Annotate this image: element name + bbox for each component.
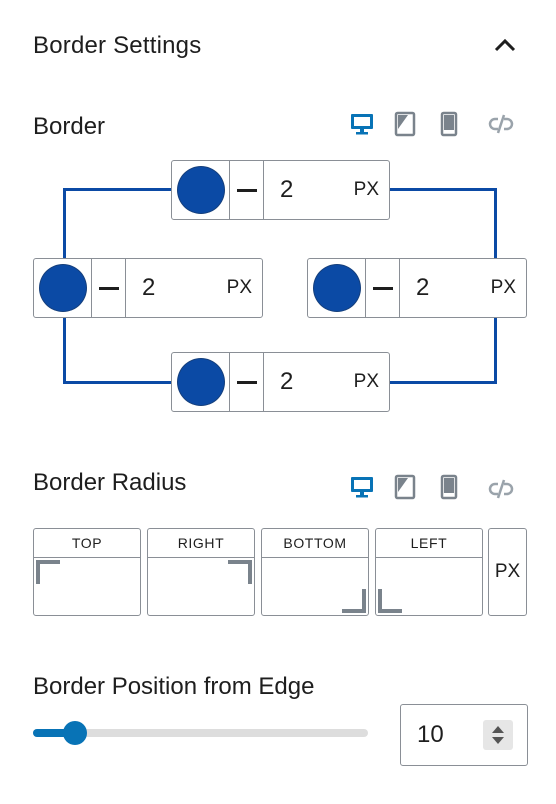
color-swatch [176, 358, 225, 406]
position-number-input[interactable]: 10 [400, 704, 528, 766]
solid-line-icon [98, 286, 119, 290]
border-right-width-input[interactable]: 2 PX [400, 259, 526, 317]
unlink-button[interactable] [486, 109, 516, 139]
radius-unit-button[interactable]: PX [488, 528, 527, 616]
position-slider-fill [33, 729, 75, 737]
radius-desktop-device-button[interactable] [347, 472, 377, 502]
border-right-color-button[interactable] [308, 259, 366, 317]
border-top-style-button[interactable] [230, 161, 264, 219]
border-left-value: 2 [142, 274, 156, 301]
border-bottom-value: 2 [280, 368, 294, 395]
solid-line-icon [236, 380, 257, 384]
solid-line-icon [236, 188, 257, 192]
border-left-width-input[interactable]: 2 PX [126, 259, 262, 317]
border-bottom-control: 2 PX [171, 352, 390, 412]
color-swatch [312, 264, 361, 312]
border-right-unit[interactable]: PX [490, 277, 516, 298]
color-swatch [38, 264, 87, 312]
border-bottom-unit[interactable]: PX [353, 371, 379, 392]
radius-bottom-input[interactable]: BOTTOM [261, 528, 369, 616]
border-left-control: 2 PX [33, 258, 263, 318]
border-radius-label: Border Radius [33, 469, 187, 496]
radius-unlink-button[interactable] [486, 474, 516, 504]
border-top-value: 2 [280, 176, 294, 203]
border-left-unit[interactable]: PX [226, 277, 252, 298]
mobile-icon [440, 474, 458, 500]
tablet-icon [394, 474, 416, 500]
desktop-icon [351, 114, 373, 135]
radius-right-input[interactable]: RIGHT [147, 528, 255, 616]
desktop-icon [351, 477, 373, 498]
border-right-value: 2 [416, 274, 430, 301]
border-top-control: 2 PX [171, 160, 390, 220]
unlink-icon [488, 114, 514, 134]
border-label: Border [33, 113, 106, 140]
collapse-button[interactable] [488, 30, 522, 60]
border-top-unit[interactable]: PX [353, 179, 379, 200]
mobile-device-button[interactable] [434, 109, 464, 139]
radius-top-label: TOP [71, 535, 103, 551]
tablet-device-button[interactable] [390, 109, 420, 139]
position-spinner[interactable] [483, 720, 513, 750]
solid-line-icon [372, 286, 393, 290]
radius-left-label: LEFT [410, 535, 448, 551]
desktop-device-button[interactable] [347, 109, 377, 139]
border-top-width-input[interactable]: 2 PX [264, 161, 389, 219]
position-slider-track[interactable] [33, 729, 368, 737]
radius-right-label: RIGHT [177, 535, 225, 551]
mobile-icon [440, 111, 458, 137]
border-position-label: Border Position from Edge [33, 673, 315, 700]
tablet-icon [394, 111, 416, 137]
border-bottom-width-input[interactable]: 2 PX [264, 353, 389, 411]
top-left-corner-icon [36, 560, 60, 584]
color-swatch [176, 166, 225, 214]
radius-bottom-label: BOTTOM [283, 535, 347, 551]
bottom-right-corner-icon [342, 589, 366, 613]
position-slider-thumb[interactable] [62, 721, 87, 745]
spinner-up-icon [492, 726, 504, 733]
chevron-up-icon [494, 38, 516, 52]
bottom-left-corner-icon [378, 589, 402, 613]
border-right-style-button[interactable] [366, 259, 400, 317]
radius-mobile-device-button[interactable] [434, 472, 464, 502]
position-value: 10 [417, 721, 444, 748]
radius-tablet-device-button[interactable] [390, 472, 420, 502]
top-right-corner-icon [228, 560, 252, 584]
radius-top-input[interactable]: TOP [33, 528, 141, 616]
border-bottom-style-button[interactable] [230, 353, 264, 411]
border-left-style-button[interactable] [92, 259, 126, 317]
border-right-control: 2 PX [307, 258, 527, 318]
panel-title: Border Settings [33, 32, 202, 59]
border-bottom-color-button[interactable] [172, 353, 230, 411]
unlink-icon [488, 479, 514, 499]
radius-left-input[interactable]: LEFT [375, 528, 483, 616]
border-top-color-button[interactable] [172, 161, 230, 219]
spinner-down-icon [492, 737, 504, 744]
border-left-color-button[interactable] [34, 259, 92, 317]
